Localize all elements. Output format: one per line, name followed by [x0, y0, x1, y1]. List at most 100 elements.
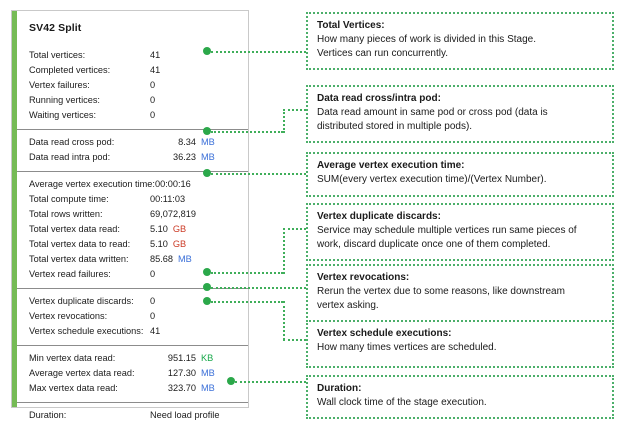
callout-line: SUM(every vertex execution time)/(Vertex…: [317, 174, 547, 185]
connector-line-dup-discards-b: [283, 228, 285, 274]
stat-value: 41: [150, 326, 161, 336]
connector-line-sched-exec-c: [283, 339, 306, 341]
stat-value: 0: [150, 80, 156, 90]
stat-row-total-vertices: Total vertices: 41: [29, 48, 238, 63]
stat-unit: MB: [201, 137, 215, 147]
stat-row-average-vertex-data-read: Average vertex data read: 127.30 MB: [29, 366, 238, 381]
stat-unit: KB: [201, 353, 214, 363]
stat-row-vertex-schedule-executions: Vertex schedule executions: 41: [29, 324, 238, 339]
callout-vertex-revocations: Vertex revocations: Rerun the vertex due…: [306, 264, 614, 322]
connector-line-total-vertices: [211, 51, 306, 53]
stat-row-vertex-read-failures: Vertex read failures: 0: [29, 267, 238, 282]
connector-dot-vertex-duplicate-discards: [203, 268, 211, 276]
stat-unit: GB: [172, 239, 187, 249]
stat-value: 0: [150, 269, 156, 279]
stat-row-vertex-failures: Vertex failures: 0: [29, 78, 238, 93]
stat-value: 00:00:16: [154, 179, 191, 189]
stat-row-data-read-cross-pod: Data read cross pod: 8.34 MB: [29, 135, 238, 150]
stat-value: 5.10: [150, 239, 168, 249]
callout-title: Data read cross/intra pod:: [317, 93, 441, 104]
stat-label: Total rows written:: [29, 209, 103, 219]
connector-line-dup-discards-a: [211, 272, 283, 274]
callout-line: How many times vertices are scheduled.: [317, 342, 497, 353]
stat-label: Running vertices:: [29, 95, 100, 105]
connector-line-dup-discards-c: [283, 228, 306, 230]
stat-label: Completed vertices:: [29, 65, 111, 75]
stat-unit: MB: [201, 383, 215, 393]
stat-label: Duration:: [29, 410, 67, 420]
stat-value: 127.30: [167, 368, 196, 378]
stat-label: Data read cross pod:: [29, 137, 115, 147]
callout-title: Average vertex execution time:: [317, 160, 465, 171]
callout-line: How many pieces of work is divided in th…: [317, 34, 536, 45]
stat-label: Data read intra pod:: [29, 152, 111, 162]
callout-data-read-cross-intra-pod: Data read cross/intra pod: Data read amo…: [306, 85, 614, 143]
stat-unit: MB: [178, 254, 192, 264]
connector-line-duration: [235, 381, 306, 383]
callout-title: Total Vertices:: [317, 20, 385, 31]
callout-line: Rerun the vertex due to some reasons, li…: [317, 286, 565, 297]
stat-label: Vertex schedule executions:: [29, 326, 144, 336]
group-execution-times: Average vertex execution time: 00:00:16 …: [17, 171, 248, 288]
stat-label: Vertex failures:: [29, 80, 90, 90]
stat-label: Max vertex data read:: [29, 383, 118, 393]
group-data-read-pods: Data read cross pod: 8.34 MB Data read i…: [17, 129, 248, 171]
connector-line-revocations: [211, 287, 306, 289]
stat-value: 0: [150, 95, 156, 105]
connector-line-avg-exec-a: [211, 173, 306, 175]
group-vertex-scheduling: Vertex duplicate discards: 0 Vertex revo…: [17, 288, 248, 345]
connector-line-data-read-c: [283, 109, 306, 111]
stat-value: 69,072,819: [150, 209, 196, 219]
stat-value: 951.15: [167, 353, 196, 363]
connector-line-sched-exec-a: [211, 301, 283, 303]
connector-line-sched-exec-b: [283, 301, 285, 340]
stat-label: Vertex revocations:: [29, 311, 108, 321]
stat-row-max-vertex-data-read: Max vertex data read: 323.70 MB: [29, 381, 238, 396]
stat-unit: GB: [172, 224, 187, 234]
stat-value: 36.23: [173, 152, 196, 162]
callout-average-vertex-execution-time: Average vertex execution time: SUM(every…: [306, 152, 614, 197]
stat-row-total-vertex-data-read: Total vertex data read: 5.10 GB: [29, 222, 238, 237]
group-vertex-data-read-stats: Min vertex data read: 951.15 KB Average …: [17, 345, 248, 402]
callout-vertex-schedule-executions: Vertex schedule executions: How many tim…: [306, 320, 614, 368]
callout-line: work, discard duplicate once one of them…: [317, 239, 551, 250]
stat-row-data-read-intra-pod: Data read intra pod: 36.23 MB: [29, 150, 238, 165]
stat-row-duration: Duration: Need load profile: [29, 408, 238, 423]
stat-label: Total vertex data written:: [29, 254, 129, 264]
stat-label: Vertex duplicate discards:: [29, 296, 134, 306]
connector-dot-total-vertices: [203, 47, 211, 55]
stat-unit: MB: [201, 152, 215, 162]
stat-label: Total vertex data read:: [29, 224, 120, 234]
stat-value: 5.10: [150, 224, 168, 234]
connector-dot-data-read-cross-pod: [203, 127, 211, 135]
stat-label: Min vertex data read:: [29, 353, 116, 363]
connector-line-data-read-a: [211, 131, 283, 133]
callout-total-vertices: Total Vertices: How many pieces of work …: [306, 12, 614, 70]
stat-label: Vertex read failures:: [29, 269, 111, 279]
panel-title: SV42 Split: [29, 22, 82, 34]
callout-line: Wall clock time of the stage execution.: [317, 397, 487, 408]
callout-line: Vertices can run concurrently.: [317, 48, 448, 59]
callout-title: Duration:: [317, 383, 362, 394]
stat-value: 0: [150, 110, 156, 120]
stat-value: 41: [150, 65, 161, 75]
connector-dot-vertex-revocations: [203, 283, 211, 291]
callout-line: vertex asking.: [317, 300, 379, 311]
stat-value: 00:11:03: [150, 194, 186, 204]
stat-row-total-vertex-data-to-read: Total vertex data to read: 5.10 GB: [29, 237, 238, 252]
stat-row-total-vertex-data-written: Total vertex data written: 85.68 MB: [29, 252, 238, 267]
connector-line-data-read-b: [283, 109, 285, 133]
stat-row-total-compute-time: Total compute time: 00:11:03: [29, 192, 238, 207]
stat-label: Total compute time:: [29, 194, 109, 204]
stage-stats-panel: SV42 Split Total vertices: 41 Completed …: [11, 10, 249, 420]
callout-line: Data read amount in same pod or cross po…: [317, 107, 548, 118]
stat-label: Total vertex data to read:: [29, 239, 131, 249]
connector-dot-duration: [227, 377, 235, 385]
callout-line: Service may schedule multiple vertices r…: [317, 225, 577, 236]
stat-label: Total vertices:: [29, 50, 86, 60]
stat-value: 85.68: [150, 254, 173, 264]
stat-row-total-rows-written: Total rows written: 69,072,819: [29, 207, 238, 222]
stat-row-vertex-duplicate-discards: Vertex duplicate discards: 0: [29, 294, 238, 309]
callout-vertex-duplicate-discards: Vertex duplicate discards: Service may s…: [306, 203, 614, 261]
stat-row-waiting-vertices: Waiting vertices: 0: [29, 108, 238, 123]
